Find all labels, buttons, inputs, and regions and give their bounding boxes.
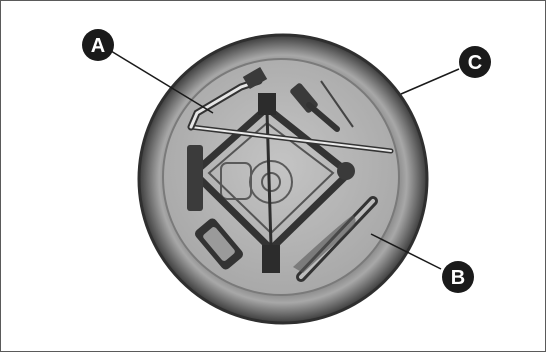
callout-b-label: B — [451, 267, 465, 289]
jack-hinge — [337, 162, 355, 180]
jack-bottom-pad — [262, 245, 280, 273]
callout-c-label: C — [468, 52, 482, 74]
jack-base — [187, 145, 203, 211]
callout-b: B — [442, 261, 474, 293]
callout-c: C — [459, 46, 491, 78]
callout-a-label: A — [91, 35, 105, 57]
callout-a: A — [82, 29, 114, 61]
leader-line-c — [401, 69, 459, 94]
jack-top-pad — [258, 93, 276, 115]
